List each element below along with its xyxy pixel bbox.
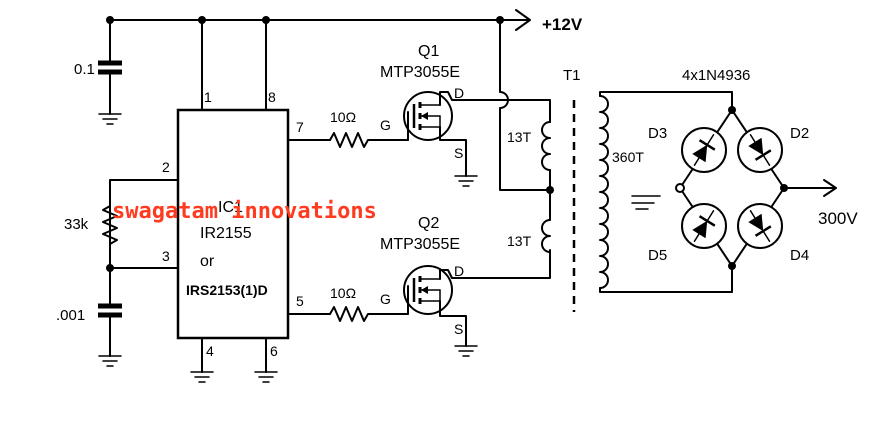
watermark: swagatam innovations <box>112 199 377 224</box>
resistor-gate-top-label: 10Ω <box>330 109 356 125</box>
pin-6-label: 6 <box>270 343 278 359</box>
ic1-name: IC1 <box>218 199 243 216</box>
d4-label: D4 <box>790 247 809 264</box>
mosfet-q2 <box>379 249 551 357</box>
diode-d2 <box>737 127 783 173</box>
q2-source: S <box>454 321 463 337</box>
diode-d4 <box>737 203 783 249</box>
supply-label: +12V <box>542 15 583 34</box>
q1-name: Q1 <box>418 43 439 60</box>
diode-d5 <box>681 203 727 249</box>
ic1-pin-leads <box>106 19 331 383</box>
resistor-gate-top <box>329 132 381 148</box>
resistor-gate-bottom <box>329 306 381 322</box>
capacitor-c1 <box>98 19 122 125</box>
capacitor-c2 <box>98 267 122 367</box>
ground-icon <box>98 355 122 367</box>
q2-drain: D <box>454 263 464 279</box>
q1-drain: D <box>454 85 464 101</box>
transformer-name: T1 <box>563 67 581 84</box>
q2-gate: G <box>380 291 391 307</box>
bridge-spec: 4x1N4936 <box>682 67 750 84</box>
pin-3-label: 3 <box>162 248 170 264</box>
capacitor-c1-label: 0.1 <box>74 61 95 78</box>
primary-top-turns: 13T <box>507 129 532 145</box>
bridge-rectifier <box>675 106 837 270</box>
diode-d3 <box>681 127 727 173</box>
secondary-turns: 360T <box>612 149 644 165</box>
q1-source: S <box>454 145 463 161</box>
output-label: 300V <box>818 209 858 228</box>
supply-rail <box>106 9 531 31</box>
ground-icon <box>454 345 478 357</box>
d2-label: D2 <box>790 125 809 142</box>
pin-2-label: 2 <box>162 159 170 175</box>
ic1-part: IR2155 <box>200 225 252 242</box>
mosfet-q1 <box>379 91 501 187</box>
pin-7-label: 7 <box>296 119 304 135</box>
resistor-33k <box>102 199 118 251</box>
primary-bottom-turns: 13T <box>507 233 532 249</box>
ground-icon <box>454 175 478 187</box>
ic1-or: or <box>200 253 215 270</box>
output-arrow-icon <box>817 179 837 197</box>
transformer-t1 <box>499 19 733 312</box>
ground-icon <box>190 371 214 383</box>
ic1-body <box>176 108 290 340</box>
ground-icon <box>98 113 122 125</box>
q1-gate: G <box>380 117 391 133</box>
q1-part: MTP3055E <box>380 64 460 81</box>
ground-icon <box>254 371 278 383</box>
pin-1-label: 1 <box>204 89 212 105</box>
bridge-ground <box>631 195 661 210</box>
d3-label: D3 <box>648 125 667 142</box>
resistor-33k-label: 33k <box>64 216 89 233</box>
ic1-alt-part: IRS2153(1)D <box>186 282 268 298</box>
pin-5-label: 5 <box>296 293 304 309</box>
q2-name: Q2 <box>418 215 439 232</box>
pin-8-label: 8 <box>268 89 276 105</box>
pin-4-label: 4 <box>206 343 214 359</box>
d5-label: D5 <box>648 247 667 264</box>
resistor-gate-bottom-label: 10Ω <box>330 285 356 301</box>
supply-arrow-icon <box>507 9 531 31</box>
capacitor-c2-label: .001 <box>56 307 85 324</box>
q2-part: MTP3055E <box>380 236 460 253</box>
